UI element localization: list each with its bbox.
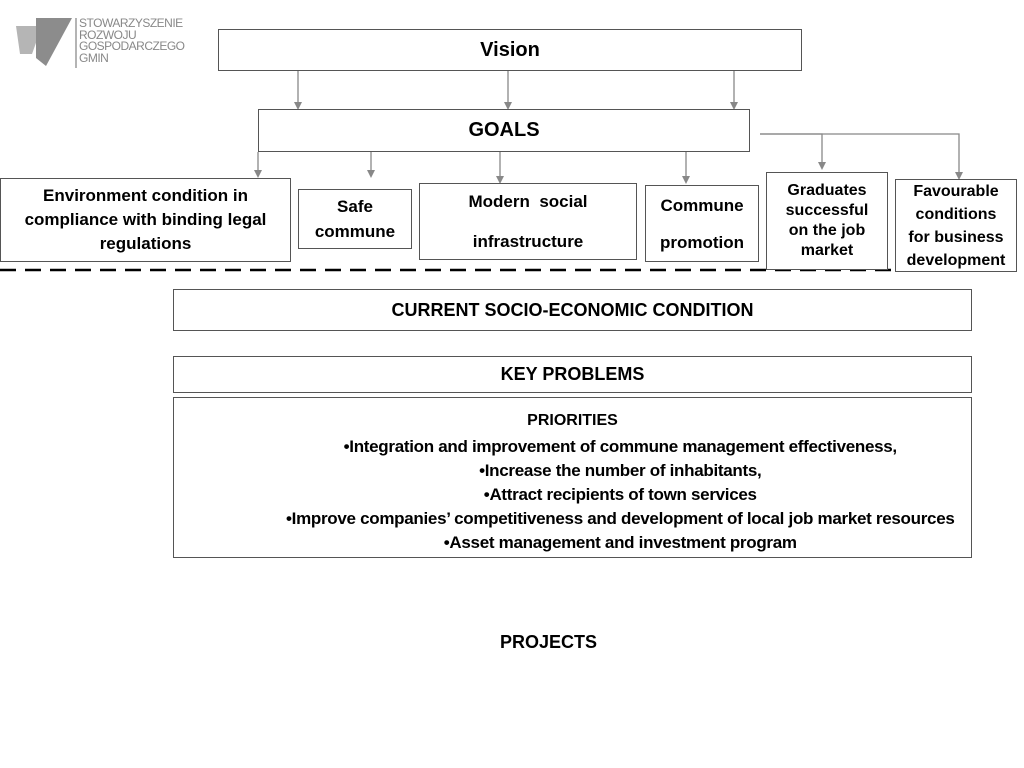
priority-item: Increase the number of inhabitants,	[286, 459, 955, 483]
goal-line: Favourable	[913, 182, 999, 200]
goal-line: for business	[908, 228, 1004, 246]
goal-modern-infrastructure: Modern social infrastructure	[419, 183, 637, 260]
priority-item: Improve companies’ competitiveness and d…	[286, 507, 955, 531]
logo-line: STOWARZYSZENIE	[79, 16, 183, 30]
arrow-goal-business	[760, 133, 963, 180]
key-problems-label: KEY PROBLEMS	[500, 364, 645, 384]
goal-line: Commune	[660, 195, 744, 215]
goal-line: Environment condition in	[43, 186, 248, 205]
vision-box: Vision	[218, 29, 802, 71]
goal-line: compliance with binding legal	[24, 210, 267, 229]
goal-line: Modern social	[468, 191, 588, 211]
goal-line: Safe	[337, 197, 373, 216]
goal-graduates: Graduates successful on the job market	[766, 172, 888, 270]
vision-label: Vision	[480, 38, 540, 61]
goal-line: infrastructure	[472, 231, 584, 251]
arrow-goal-graduates	[760, 133, 826, 170]
logo-line: ROZWOJU	[79, 27, 137, 42]
projects-label: PROJECTS	[499, 632, 598, 652]
priority-item: Integration and improvement of commune m…	[286, 435, 955, 459]
goal-business-conditions: Favourable conditions for business devel…	[895, 179, 1017, 272]
goal-environment: Environment condition in compliance with…	[0, 178, 291, 262]
goal-line: regulations	[99, 234, 192, 253]
goal-safe-commune: Safe commune	[298, 189, 412, 249]
goal-line: market	[800, 242, 854, 259]
logo-text: STOWARZYSZENIE ROZWOJU GOSPODARCZEGO GMI…	[79, 16, 185, 65]
priority-item: Attract recipients of town services	[286, 483, 955, 507]
logo	[14, 14, 214, 70]
logo-line: GMIN	[79, 50, 109, 65]
goal-line: on the job	[788, 222, 866, 239]
goal-line: promotion	[659, 232, 745, 252]
goal-line: successful	[785, 202, 869, 219]
logo-line: GOSPODARCZEGO	[79, 39, 185, 53]
goals-label: GOALS	[468, 119, 540, 141]
priorities-list: Integration and improvement of commune m…	[286, 435, 955, 555]
priorities-box: PRIORITIES Integration and improvement o…	[173, 397, 972, 558]
key-problems-box: KEY PROBLEMS	[173, 356, 972, 393]
goal-commune-promotion: Commune promotion	[645, 185, 759, 262]
priority-item: Asset management and investment program	[286, 531, 955, 555]
current-condition-box: CURRENT SOCIO-ECONOMIC CONDITION	[173, 289, 972, 331]
logo-mark-icon	[16, 18, 77, 68]
goal-line: commune	[314, 222, 396, 241]
current-condition-label: CURRENT SOCIO-ECONOMIC CONDITION	[391, 299, 754, 320]
goal-line: conditions	[915, 205, 997, 223]
goal-line: development	[906, 251, 1006, 269]
priorities-title: PRIORITIES	[527, 412, 618, 429]
goal-line: Graduates	[787, 182, 867, 199]
goals-box: GOALS	[258, 109, 750, 152]
